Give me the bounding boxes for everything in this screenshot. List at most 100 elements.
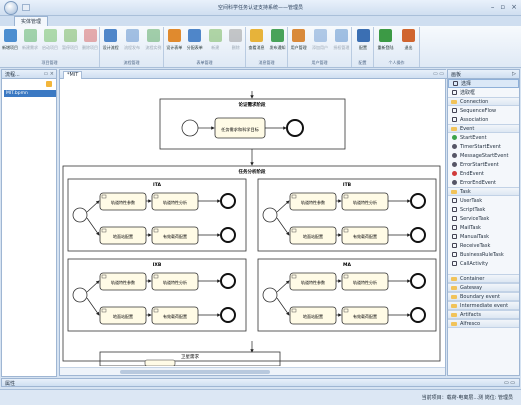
ribbon-button[interactable]: 删除项目 — [80, 29, 100, 51]
sequence-flow[interactable] — [86, 200, 100, 213]
task-node[interactable] — [341, 272, 389, 291]
ribbon-button[interactable]: 发布通知 — [268, 29, 288, 51]
palette-section-header[interactable]: Container — [448, 274, 519, 283]
palette-item[interactable]: ErrorEndEvent — [448, 178, 519, 187]
palette-item[interactable]: Association — [448, 115, 519, 124]
sequence-flow[interactable] — [86, 297, 100, 316]
pool-analysis[interactable] — [62, 165, 441, 362]
tree-item-mit[interactable]: MIT.bpmn — [4, 90, 56, 97]
end-event[interactable] — [220, 273, 236, 289]
ribbon-button[interactable]: 授权管理 — [331, 29, 351, 51]
tab-mit[interactable]: *MIT — [63, 71, 83, 79]
end-event[interactable] — [410, 273, 426, 289]
task-node[interactable] — [99, 272, 147, 291]
ribbon-button[interactable]: 查看消息 — [247, 29, 267, 51]
task-node[interactable] — [289, 272, 337, 291]
sequence-flow[interactable] — [276, 297, 290, 316]
start-event[interactable] — [181, 119, 199, 137]
palette-item[interactable]: StartEvent — [448, 133, 519, 142]
palette-collapse-icon[interactable]: ▷ — [512, 71, 516, 77]
ribbon-button[interactable]: 添加用户 — [310, 29, 330, 51]
task-node[interactable] — [99, 306, 147, 325]
palette-section-header[interactable]: Artifacts — [448, 310, 519, 319]
maximize-icon[interactable]: ▫ — [500, 3, 506, 11]
ribbon-button[interactable]: 新建 — [205, 29, 225, 51]
end-event[interactable] — [220, 193, 236, 209]
end-event[interactable] — [286, 119, 304, 137]
palette-item[interactable]: UserTask — [448, 196, 519, 205]
task-node[interactable] — [341, 226, 389, 245]
subprocess-box[interactable] — [257, 178, 437, 252]
ribbon-button[interactable]: 流程发布 — [122, 29, 142, 51]
ribbon-button[interactable]: 配置 — [353, 29, 373, 51]
app-menu-button[interactable] — [4, 1, 18, 15]
palette-tool[interactable]: 选择 — [448, 79, 519, 88]
palette-item[interactable]: ServiceTask — [448, 214, 519, 223]
end-event[interactable] — [410, 193, 426, 209]
palette-item[interactable]: MessageStartEvent — [448, 151, 519, 160]
pool-requirement[interactable] — [159, 98, 346, 150]
end-event[interactable] — [220, 307, 236, 323]
palette-item[interactable]: ScriptTask — [448, 205, 519, 214]
ribbon-button[interactable]: 分配表单 — [185, 29, 205, 51]
palette-section-header[interactable]: Event — [448, 124, 519, 133]
palette-item[interactable]: BusinessRuleTask — [448, 250, 519, 259]
task-node[interactable] — [289, 192, 337, 211]
start-event[interactable] — [72, 207, 88, 223]
task-node[interactable] — [151, 272, 199, 291]
task-node[interactable] — [99, 192, 147, 211]
palette-item[interactable]: CallActivity — [448, 259, 519, 268]
subprocess-box[interactable] — [67, 178, 247, 252]
ribbon-button[interactable]: 退出 — [399, 29, 419, 51]
scroll-thumb[interactable] — [120, 370, 270, 374]
sequence-flow[interactable] — [276, 280, 290, 293]
sequence-flow[interactable] — [276, 200, 290, 213]
palette-item[interactable]: ManualTask — [448, 232, 519, 241]
task-node[interactable] — [341, 306, 389, 325]
palette-tool[interactable]: 选取框 — [448, 88, 519, 97]
task-node[interactable] — [289, 306, 337, 325]
editor-window-tools[interactable]: ▭ ▭ — [432, 71, 444, 77]
ribbon-button[interactable]: 流程实例 — [143, 29, 163, 51]
ribbon-button[interactable]: 用户管理 — [289, 29, 309, 51]
palette-item[interactable]: MailTask — [448, 223, 519, 232]
properties-tools[interactable]: ▭ ▭ — [503, 380, 515, 386]
palette-item[interactable]: TimerStartEvent — [448, 142, 519, 151]
ribbon-button[interactable]: 暂停项目 — [60, 29, 80, 51]
start-event[interactable] — [72, 287, 88, 303]
sequence-flow[interactable] — [276, 217, 290, 236]
ribbon-button[interactable]: 删除 — [226, 29, 246, 51]
refresh-icon[interactable] — [46, 81, 52, 87]
task-node[interactable] — [151, 306, 199, 325]
ribbon-button[interactable]: 启动项目 — [40, 29, 60, 51]
ribbon-button[interactable]: 设计流程 — [101, 29, 121, 51]
end-event[interactable] — [410, 307, 426, 323]
task-node[interactable] — [341, 192, 389, 211]
palette-section-header[interactable]: Connection — [448, 97, 519, 106]
end-event[interactable] — [410, 227, 426, 243]
ribbon-button[interactable]: 重新登陆 — [376, 29, 396, 51]
ribbon-button[interactable]: 新增项目 — [0, 29, 20, 51]
palette-item[interactable]: EndEvent — [448, 169, 519, 178]
minimize-icon[interactable]: – — [490, 3, 495, 11]
quick-access-icon[interactable] — [22, 4, 30, 11]
sequence-flow[interactable] — [86, 217, 100, 236]
palette-section-header[interactable]: Gateway — [448, 283, 519, 292]
task-node[interactable] — [151, 192, 199, 211]
pool-satellite[interactable] — [99, 351, 281, 366]
palette-section-header[interactable]: Boundary event — [448, 292, 519, 301]
tab-entity-management[interactable]: 实体管理 — [14, 16, 49, 26]
pane-tools[interactable]: ▭ × — [43, 71, 54, 77]
palette-section-header[interactable]: Task — [448, 187, 519, 196]
subprocess-box[interactable] — [67, 258, 247, 332]
palette-section-header[interactable]: Intermediate event — [448, 301, 519, 310]
task-node[interactable] — [289, 226, 337, 245]
palette-item[interactable]: SequenceFlow — [448, 106, 519, 115]
palette-item[interactable]: ReceiveTask — [448, 241, 519, 250]
ribbon-button[interactable]: 新建需求 — [20, 29, 40, 51]
start-event[interactable] — [262, 287, 278, 303]
sequence-flow[interactable] — [86, 280, 100, 293]
palette-item[interactable]: ErrorStartEvent — [448, 160, 519, 169]
end-event[interactable] — [220, 227, 236, 243]
